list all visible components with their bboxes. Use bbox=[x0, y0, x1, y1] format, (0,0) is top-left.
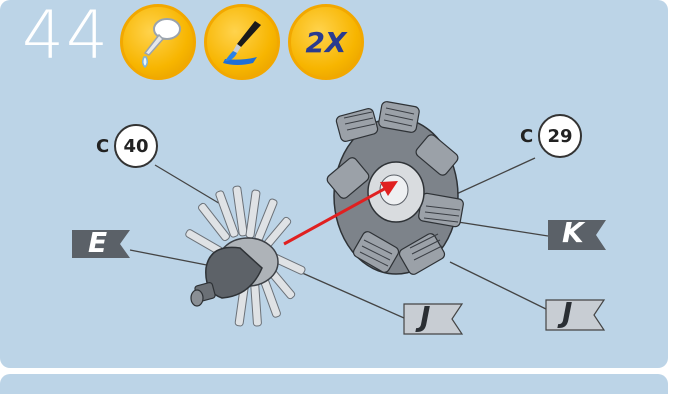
callout-c40-number: 40 bbox=[114, 124, 158, 168]
leader-line-c29 bbox=[452, 158, 535, 196]
flag-j-right-shape bbox=[546, 300, 604, 330]
callout-c40-prefix: C bbox=[96, 136, 109, 157]
flag-e-label: E bbox=[88, 226, 107, 259]
leader-line-k bbox=[458, 222, 548, 236]
flag-j-left-shape bbox=[404, 304, 462, 334]
assembly-drawing bbox=[0, 0, 685, 383]
callout-c29-number: 29 bbox=[538, 114, 582, 158]
flag-j-right-label: J bbox=[562, 296, 572, 329]
leader-line-j-left bbox=[300, 272, 404, 318]
flag-k-label: K bbox=[562, 216, 584, 249]
flag-j-left-label: J bbox=[420, 300, 430, 333]
radial-engine-part bbox=[325, 101, 464, 276]
leader-line-c40 bbox=[155, 165, 222, 205]
callout-c29-prefix: C bbox=[520, 126, 533, 147]
leader-line-j-right bbox=[450, 262, 548, 310]
small-rotor-part bbox=[185, 186, 306, 327]
